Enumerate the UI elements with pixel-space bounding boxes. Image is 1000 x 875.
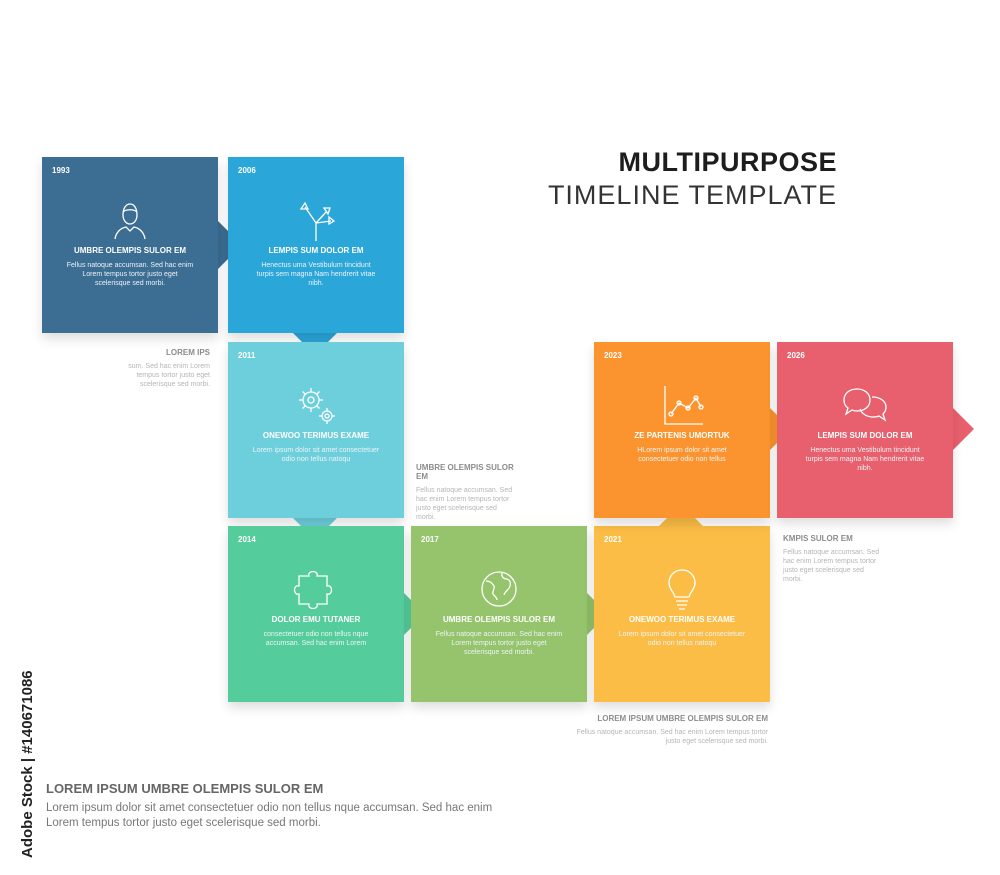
stock-watermark: Adobe Stock | #140671086 (10, 630, 40, 860)
diagram-subtitle: TIMELINE TEMPLATE (547, 180, 837, 210)
year-label: 1993 (52, 166, 70, 175)
box-body: Henectus uma Vestibulum tincidunt turpis… (256, 262, 376, 287)
footer-heading: LOREM IPSUM UMBRE OLEMPIS SULOR EM (46, 781, 324, 796)
timeline-box-2023: 2023 ZE PARTENIS UMORTUK HLorem ipsum do… (594, 342, 770, 518)
box-heading: DOLOR EMU TUTANER (271, 615, 361, 624)
year-label: 2006 (238, 166, 256, 175)
box-body: Fellus natoque accumsan. Sed hac enim Lo… (66, 262, 194, 287)
person-icon (105, 195, 155, 245)
note-body: Fellus natoque accumsan. Sed hac enim Lo… (416, 487, 513, 521)
note-body: sum. Sed hac enim Lorem tempus tortor ju… (128, 363, 210, 388)
globe-icon (474, 564, 524, 614)
speech-bubbles-icon (840, 380, 890, 430)
box-body: Lorem ipsum dolor sit amet consectetuer … (618, 631, 746, 647)
timeline-box-2017: 2017 UMBRE OLEMPIS SULOR EM Fellus natoq… (411, 526, 587, 702)
watermark-text: Adobe Stock | #140671086 (19, 670, 36, 858)
box-body: Fellus natoque accumsan. Sed hac enim Lo… (435, 631, 563, 656)
arrows-split-icon (291, 195, 341, 245)
box-body: consectetuer odio non tellus nque accums… (263, 631, 369, 647)
box-body: Henectus uma Vestibulum tincidunt turpis… (805, 447, 925, 472)
box-body: Lorem ipsum dolor sit amet consectetuer … (252, 447, 380, 463)
arrow-2026-end (950, 405, 974, 453)
footer-body: Lorem ipsum dolor sit amet consectetuer … (46, 802, 493, 829)
side-note-1: LOREM IPS sum. Sed hac enim Lorem tempus… (120, 348, 210, 389)
timeline-box-2026: 2026 LEMPIS SUM DOLOR EM Henectus uma Ve… (777, 342, 953, 518)
gears-icon (291, 380, 341, 430)
year-label: 2023 (604, 351, 622, 360)
side-note-2: UMBRE OLEMPIS SULOR EM Fellus natoque ac… (416, 463, 516, 522)
note-heading: UMBRE OLEMPIS SULOR EM (416, 463, 514, 481)
note-heading: KMPIS SULOR EM (783, 534, 853, 543)
year-label: 2026 (787, 351, 805, 360)
lightbulb-icon (657, 564, 707, 614)
note-body: Fellus natoque accumsan. Sed hac enim Lo… (783, 549, 880, 583)
side-note-3: KMPIS SULOR EM Fellus natoque accumsan. … (783, 534, 883, 584)
line-chart-icon (657, 380, 707, 430)
note-heading: LOREM IPS (165, 348, 210, 357)
year-label: 2021 (604, 535, 622, 544)
timeline-box-1993: 1993 UMBRE OLEMPIS SULOR EM Fellus natoq… (42, 157, 218, 333)
side-note-4: LOREM IPSUM UMBRE OLEMPIS SULOR EM Fellu… (568, 714, 768, 746)
year-label: 2014 (238, 535, 256, 544)
timeline-box-2011: 2011 ONEWOO TERIMUS EXAME Lorem ipsum do… (228, 342, 404, 518)
timeline-box-2006: 2006 LEMPIS SUM DOLOR EM Henectus uma Ve… (228, 157, 404, 333)
box-heading: ZE PARTENIS UMORTUK (634, 431, 730, 440)
diagram-title: MULTIPURPOSE (618, 147, 837, 177)
timeline-box-2014: 2014 DOLOR EMU TUTANER consectetuer odio… (228, 526, 404, 702)
box-heading: LEMPIS SUM DOLOR EM (817, 431, 913, 440)
note-heading: LOREM IPSUM UMBRE OLEMPIS SULOR EM (597, 714, 768, 723)
puzzle-icon (291, 564, 341, 614)
box-heading: UMBRE OLEMPIS SULOR EM (73, 246, 186, 255)
box-heading: UMBRE OLEMPIS SULOR EM (442, 615, 555, 624)
timeline-box-2021: 2021 ONEWOO TERIMUS EXAME Lorem ipsum do… (594, 526, 770, 702)
year-label: 2011 (238, 351, 256, 360)
box-heading: ONEWOO TERIMUS EXAME (262, 431, 370, 440)
box-body: HLorem ipsum dolor sit amet consectetuer… (637, 447, 727, 463)
box-heading: ONEWOO TERIMUS EXAME (628, 615, 736, 624)
note-body: Fellus natoque accumsan. Sed hac enim Lo… (576, 729, 768, 745)
box-heading: LEMPIS SUM DOLOR EM (268, 246, 364, 255)
year-label: 2017 (421, 535, 439, 544)
